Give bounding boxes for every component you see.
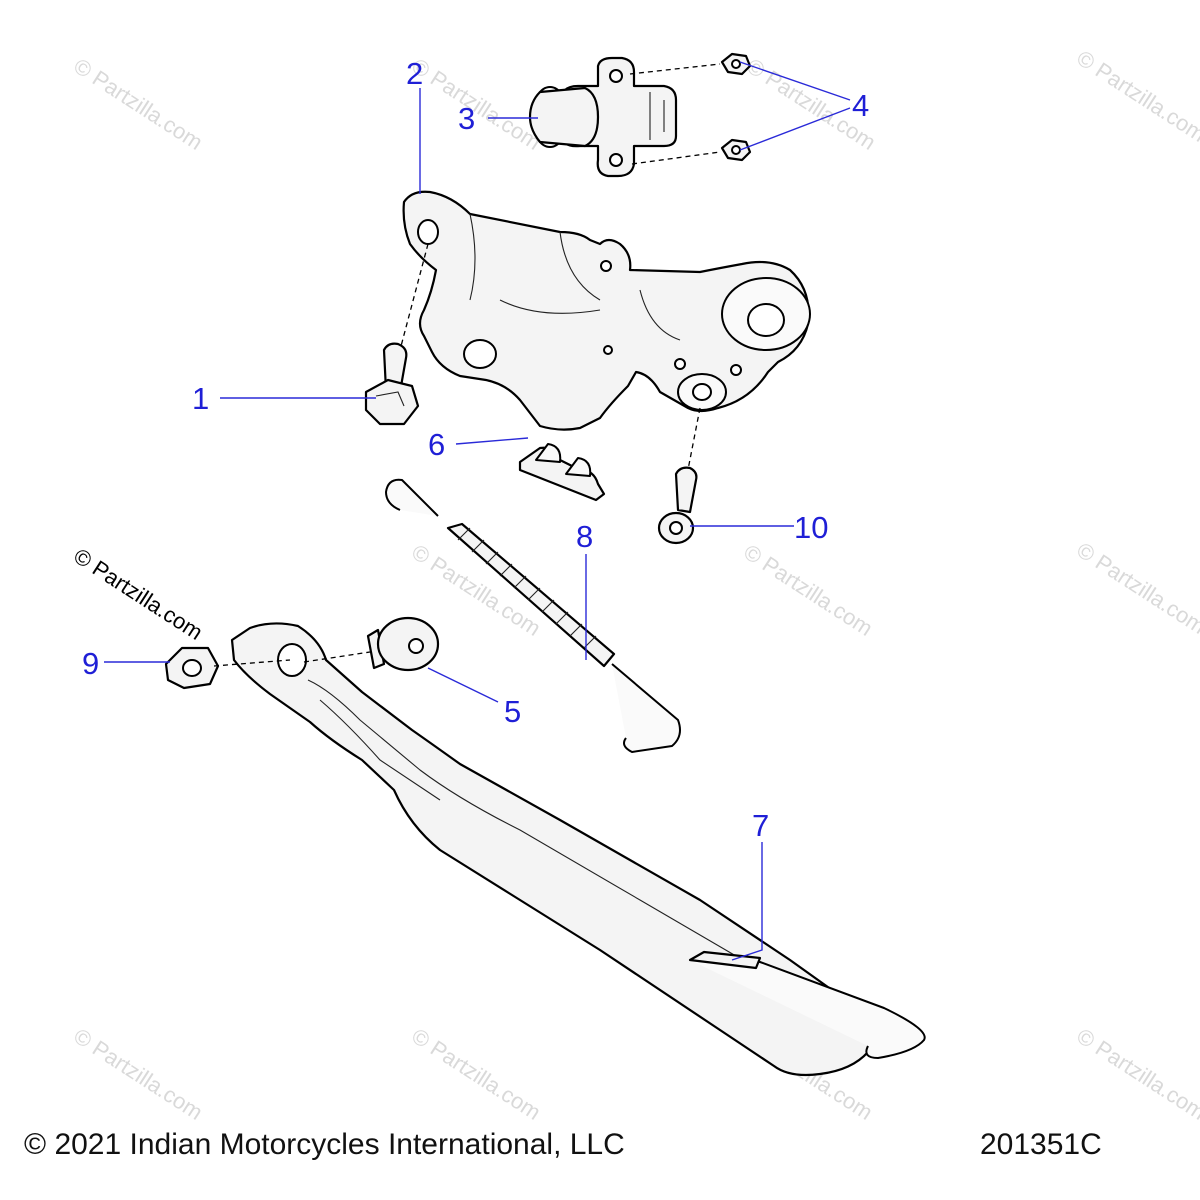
callout-7: 7 <box>752 808 769 843</box>
watermark: © Partzilla.com <box>1072 45 1200 147</box>
callout-10: 10 <box>794 510 828 545</box>
callout-2: 2 <box>406 56 423 91</box>
part-1-bolt <box>364 342 420 426</box>
callout-6: 6 <box>428 427 445 462</box>
callout-5: 5 <box>504 694 521 729</box>
leader-line-6 <box>455 437 529 445</box>
watermark: © Partzilla.com <box>69 1023 207 1125</box>
copyright-text: © 2021 Indian Motorcycles International,… <box>24 1128 625 1161</box>
watermark: © Partzilla.com <box>1072 537 1200 639</box>
watermark: © Partzilla.com <box>739 539 877 641</box>
leader-line-7 <box>731 842 763 961</box>
watermark: © Partzilla.com <box>1072 1023 1200 1125</box>
part-7-kickstand <box>213 622 926 1077</box>
callout-3: 3 <box>458 101 475 136</box>
watermark: © Partzilla.com <box>407 1023 545 1125</box>
part-8-spring <box>385 478 681 753</box>
part-4-screws <box>629 52 752 165</box>
part-10-screw <box>657 466 698 545</box>
watermark: © Partzilla.com <box>69 53 207 155</box>
part-6-clip <box>518 443 606 502</box>
leader-line-5 <box>427 667 499 703</box>
watermark: © Partzilla.com <box>69 543 207 645</box>
callout-9: 9 <box>82 646 99 681</box>
callout-1: 1 <box>192 381 209 416</box>
part-9-nut <box>164 646 220 690</box>
watermark: © Partzilla.com <box>407 53 545 155</box>
leader-lines <box>104 61 851 961</box>
part-3-sensor <box>528 56 678 178</box>
callouts: 1 2 3 4 5 6 7 8 9 10 <box>82 56 869 843</box>
leader-line-4a <box>739 61 851 101</box>
callout-8: 8 <box>576 519 593 554</box>
callout-4: 4 <box>852 88 869 123</box>
part-5-pivot-bolt <box>366 616 440 672</box>
part-2-bracket <box>399 190 811 481</box>
diagram-id: 201351C <box>980 1128 1102 1161</box>
leader-line-4b <box>739 107 851 151</box>
